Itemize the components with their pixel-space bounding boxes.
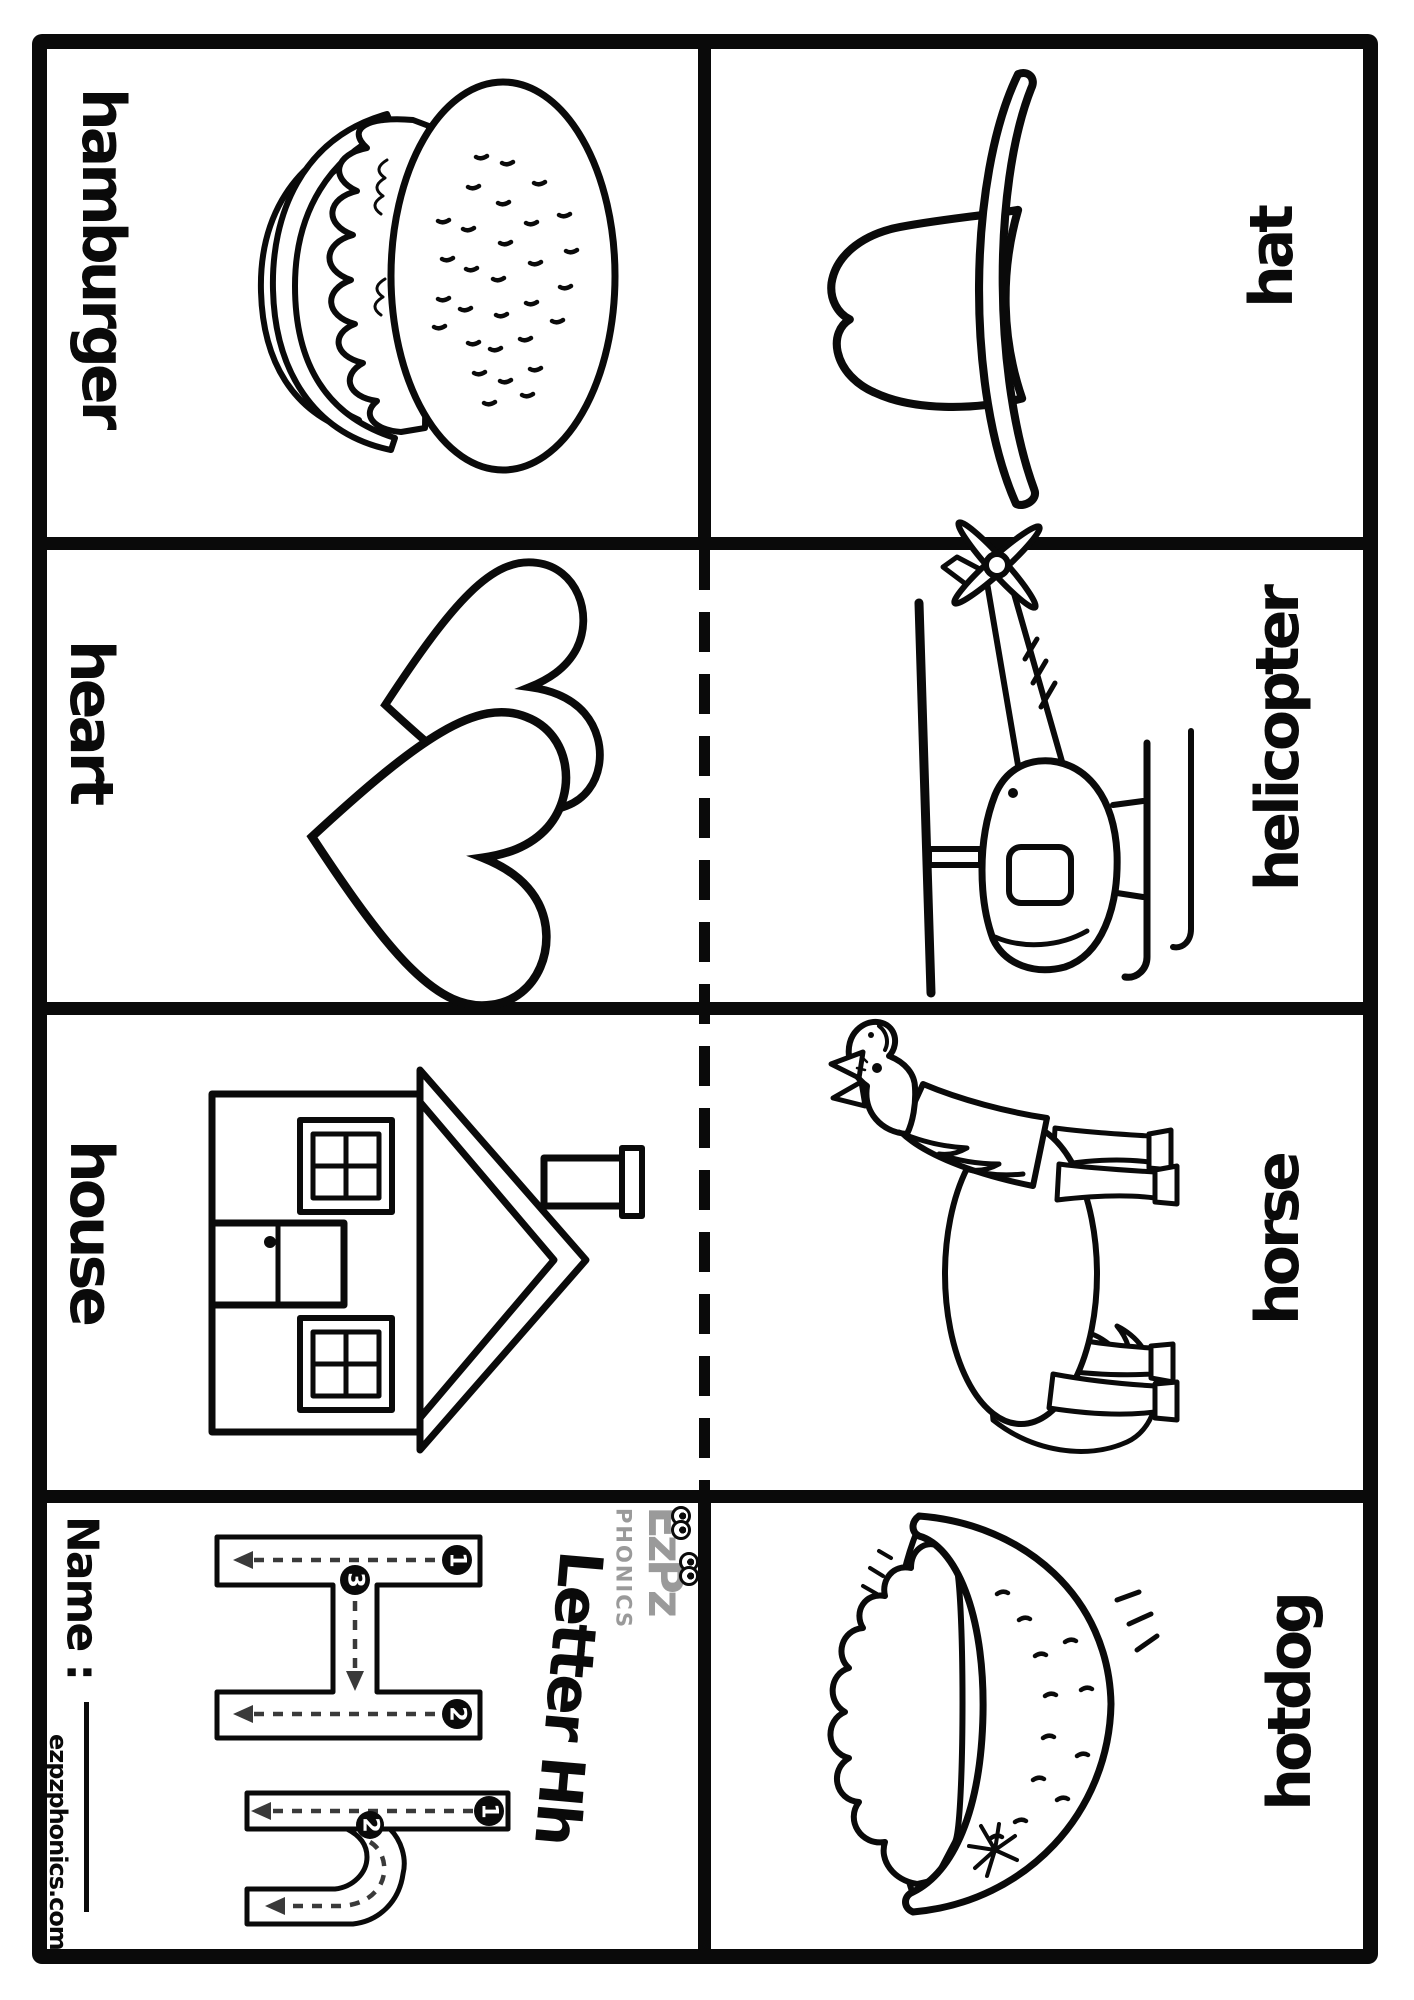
owl-eye-icon — [671, 1520, 691, 1540]
label-hotdog: hotdog — [1255, 1595, 1325, 1811]
column-divider-cut-line — [699, 550, 710, 1490]
row-divider-3 — [47, 1490, 1363, 1503]
svg-text:1: 1 — [445, 1552, 470, 1567]
heart-drawing — [228, 552, 648, 997]
label-horse: horse — [1243, 1155, 1313, 1325]
logo-sub-text: PHONICS — [611, 1508, 636, 1630]
hotdog-drawing — [827, 1512, 1160, 1916]
hamburger-drawing — [257, 78, 619, 474]
stroke-number-badge — [340, 1565, 370, 1595]
label-helicopter: helicopter — [1243, 588, 1313, 892]
name-underline — [84, 1702, 89, 1912]
trace-letter-h: 1 2 — [244, 1790, 511, 1927]
horse-drawing — [828, 1019, 1180, 1454]
owl-eye-icon — [679, 1566, 699, 1586]
name-field-label: Name : — [56, 1516, 108, 1680]
label-heart: heart — [55, 640, 126, 803]
stroke-number-badge — [474, 1796, 504, 1826]
svg-text:1: 1 — [477, 1803, 502, 1818]
column-divider-bottom — [698, 1503, 711, 1949]
label-hat: hat — [1237, 208, 1307, 308]
helicopter-drawing — [914, 519, 1194, 998]
label-house: house — [55, 1140, 126, 1324]
svg-text:2: 2 — [445, 1706, 470, 1721]
house-drawing — [208, 1066, 645, 1454]
svg-text:2: 2 — [358, 1817, 383, 1832]
letter-tracing-diagram: 1 2 3 1 2 — [214, 1534, 511, 1927]
website-url: ezpzphonics.com — [43, 1734, 72, 1950]
label-hamburger: hamburger — [67, 88, 138, 427]
column-divider-top — [698, 49, 711, 537]
stroke-number-badge — [356, 1811, 384, 1839]
stroke-number-badge — [442, 1699, 472, 1729]
svg-text:3: 3 — [343, 1572, 368, 1587]
page-border — [32, 34, 1378, 1964]
stroke-number-badge — [442, 1545, 472, 1575]
hat-drawing — [827, 69, 1039, 509]
trace-letter-H: 1 2 3 — [214, 1534, 483, 1741]
